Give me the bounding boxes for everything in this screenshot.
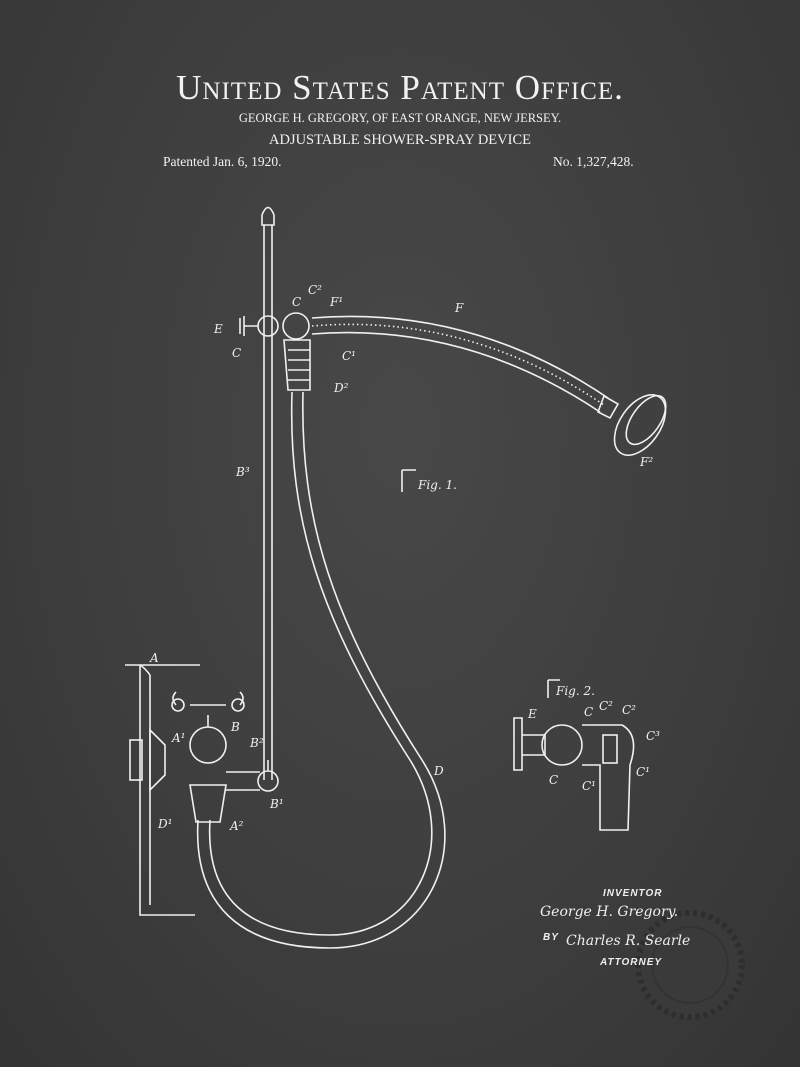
reference-label: E: [527, 707, 537, 721]
fig1-caption: Fig. 1.: [417, 478, 457, 492]
reference-label: C: [549, 773, 558, 787]
reference-label: C²: [308, 283, 322, 297]
reference-label: C¹: [342, 349, 356, 363]
reference-label: C: [584, 705, 593, 719]
reference-label: B³: [235, 465, 250, 479]
attorney-signature: Charles R. Searle: [566, 933, 691, 949]
clamp-collar: [239, 312, 311, 391]
reference-label: C²: [622, 703, 636, 717]
hose-d: [196, 391, 446, 949]
reference-label: C²: [599, 699, 613, 713]
fig2-reference-labels: E C C² C² C³ C C¹ C¹: [527, 699, 660, 793]
reference-label: C³: [646, 729, 660, 743]
reference-label: D: [433, 764, 444, 778]
valve-assembly: [129, 691, 279, 823]
reference-label: A: [149, 651, 159, 665]
rod-b3: [261, 206, 275, 780]
reference-label: F¹: [329, 295, 343, 309]
reference-label: D¹: [157, 817, 172, 831]
attorney-label: ATTORNEY: [600, 957, 663, 968]
reference-label: C: [232, 346, 241, 360]
reference-label: B: [230, 720, 240, 734]
fig1-reference-labels: E C C C² F¹ F C¹ D² B³ F² A A¹ B B² B¹ A…: [149, 283, 653, 833]
by-label: BY: [543, 932, 559, 943]
reference-label: C¹: [582, 779, 596, 793]
reference-label: C¹: [636, 765, 650, 779]
inventor-line: GEORGE H. GREGORY, OF EAST ORANGE, NEW J…: [238, 111, 562, 125]
patent-date: Patented Jan. 6, 1920.: [163, 154, 282, 169]
page-title: United States Patent Office.: [176, 68, 624, 107]
embossed-seal: [635, 910, 745, 1020]
fig2-caption: Fig. 2.: [555, 684, 595, 698]
reference-label: A²: [229, 819, 244, 833]
wall-a: [125, 664, 200, 916]
shower-head-f2: [596, 394, 667, 456]
reference-label: A¹: [171, 731, 185, 745]
reference-label: D²: [333, 381, 349, 395]
reference-label: F: [454, 301, 464, 315]
flexible-hose-f: [311, 315, 609, 413]
inventor-signature: George H. Gregory.: [540, 904, 679, 920]
reference-label: B²: [249, 736, 264, 750]
reference-label: C: [292, 295, 301, 309]
figure-1: Fig. 1. E C C C² F¹ F C¹ D² B³ F² A A¹ B…: [125, 206, 667, 949]
reference-label: E: [213, 322, 223, 336]
inventor-label: INVENTOR: [603, 888, 663, 899]
patent-number: No. 1,327,428.: [553, 154, 634, 169]
reference-label: F²: [639, 455, 653, 469]
device-title: ADJUSTABLE SHOWER-SPRAY DEVICE: [268, 132, 531, 148]
reference-label: B¹: [269, 797, 284, 811]
figure-2: Fig. 2. E C C² C² C³ C C¹ C¹: [513, 679, 660, 831]
